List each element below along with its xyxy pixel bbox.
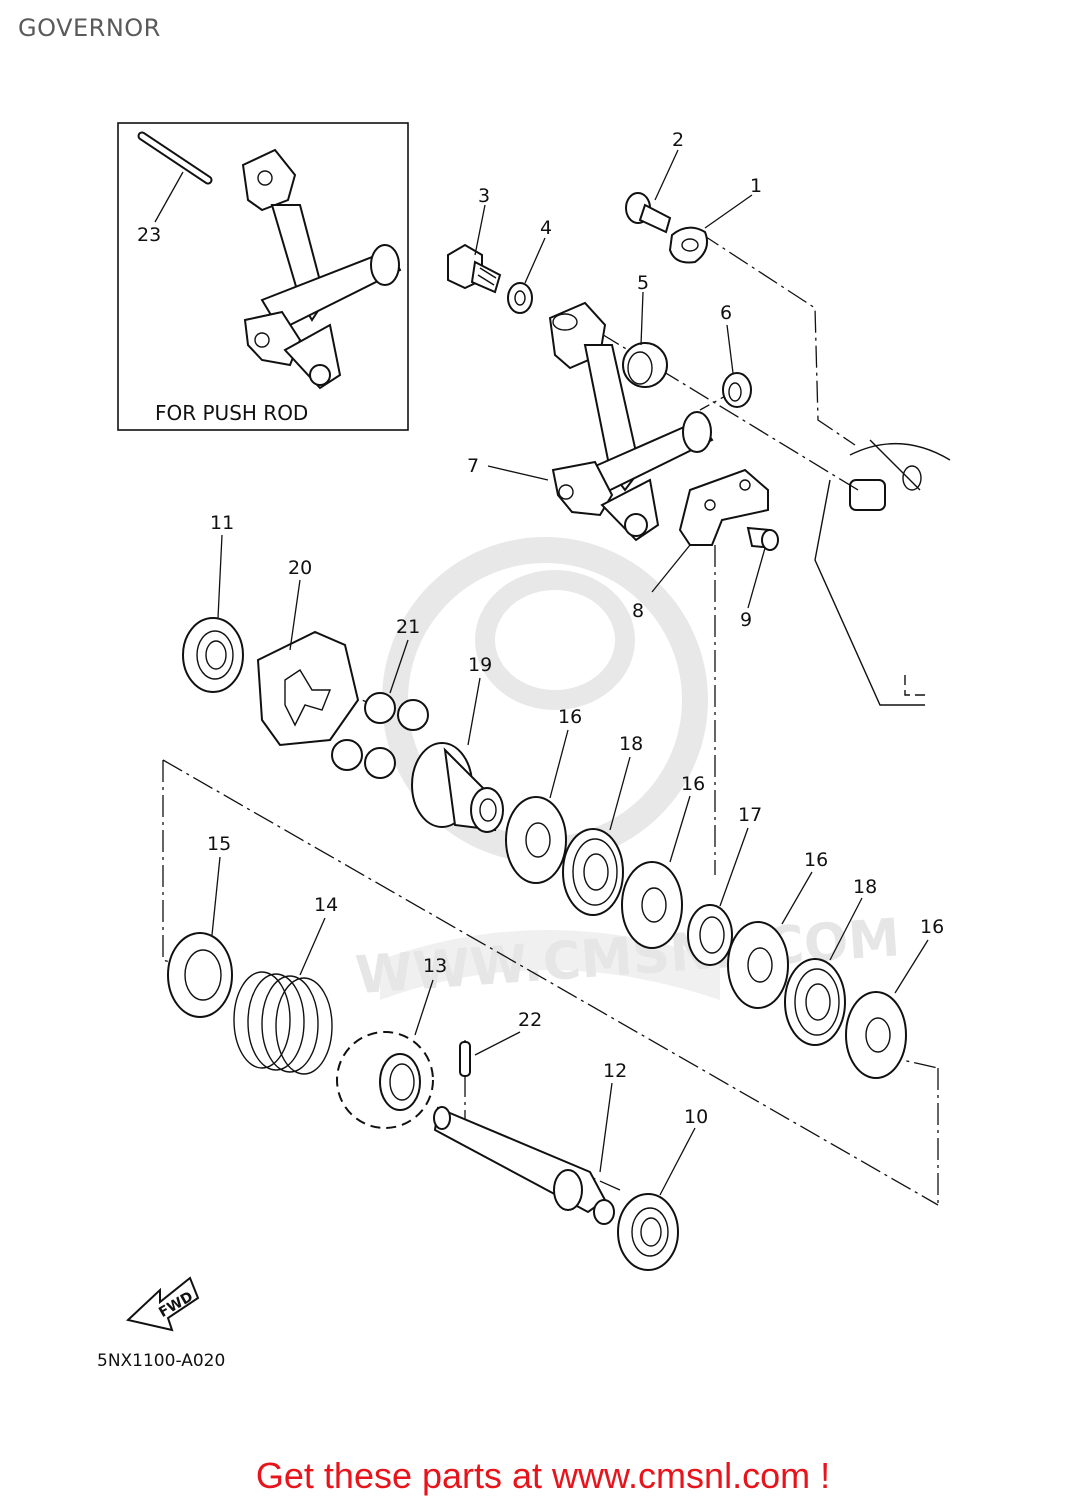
part-washer-16a bbox=[505, 796, 567, 884]
callout-17: 17 bbox=[738, 804, 762, 826]
callout-20: 20 bbox=[288, 557, 312, 579]
callout-4: 4 bbox=[540, 217, 552, 239]
callout-16-a: 16 bbox=[558, 706, 582, 728]
callout-13: 13 bbox=[423, 955, 447, 977]
callout-1: 1 bbox=[750, 175, 762, 197]
callout-16-b: 16 bbox=[681, 773, 705, 795]
inset-lever-assembly bbox=[241, 148, 402, 390]
cmsnl-link[interactable]: Get these parts at www.cmsnl.com ! bbox=[255, 1455, 831, 1496]
part-gear-13 bbox=[336, 1031, 434, 1129]
callout-9: 9 bbox=[740, 609, 752, 631]
part-collar-5 bbox=[622, 342, 668, 388]
fwd-arrow: FWD bbox=[125, 1276, 200, 1332]
part-spring-14 bbox=[233, 971, 333, 1075]
callout-16-d: 16 bbox=[920, 916, 944, 938]
callout-10: 10 bbox=[684, 1106, 708, 1128]
part-bracket-8 bbox=[678, 468, 769, 546]
footer-cta[interactable]: Get these parts at www.cmsnl.com ! bbox=[0, 1455, 1086, 1497]
drawing-code: 5NX1100-A020 bbox=[97, 1351, 225, 1371]
part-sleeve-19 bbox=[411, 742, 504, 833]
push-rod-part bbox=[137, 131, 213, 185]
page-title: GOVERNOR bbox=[18, 14, 161, 42]
part-washer-16c bbox=[727, 921, 789, 1009]
part-shaft-12 bbox=[433, 1106, 615, 1225]
callout-22: 22 bbox=[518, 1009, 542, 1031]
callout-21: 21 bbox=[396, 616, 420, 638]
part-washer-1 bbox=[668, 226, 708, 264]
part-bolt-2 bbox=[625, 192, 672, 234]
callout-18-a: 18 bbox=[619, 733, 643, 755]
part-balls-21 bbox=[331, 692, 429, 779]
part-thrust-bearing-18b bbox=[784, 958, 846, 1046]
part-thrust-bearing-18a bbox=[562, 828, 624, 916]
callout-19: 19 bbox=[468, 654, 492, 676]
push-rod-inset: FOR PUSH ROD bbox=[117, 122, 409, 431]
callout-15: 15 bbox=[207, 833, 231, 855]
callout-14: 14 bbox=[314, 894, 338, 916]
part-washer-16b bbox=[621, 861, 683, 949]
part-bearing-11 bbox=[182, 617, 244, 693]
callout-7: 7 bbox=[467, 455, 479, 477]
callout-3: 3 bbox=[478, 185, 490, 207]
callout-12: 12 bbox=[603, 1060, 627, 1082]
callout-18-b: 18 bbox=[853, 876, 877, 898]
leader-lines bbox=[154, 149, 929, 1196]
part-washer-16d bbox=[845, 991, 907, 1079]
part-collar-17 bbox=[687, 904, 733, 966]
callout-2: 2 bbox=[672, 129, 684, 151]
inset-caption: FOR PUSH ROD bbox=[155, 401, 308, 425]
part-governor-lever-7 bbox=[548, 301, 714, 542]
callout-8: 8 bbox=[632, 600, 644, 622]
callout-5: 5 bbox=[637, 272, 649, 294]
callout-6: 6 bbox=[720, 302, 732, 324]
callout-11: 11 bbox=[210, 512, 234, 534]
part-washer-6 bbox=[722, 372, 752, 408]
callouts: 1 2 3 4 5 6 7 8 9 10 11 12 13 14 15 16 1… bbox=[137, 129, 944, 1128]
part-washer-4 bbox=[507, 282, 533, 314]
part-weight-holder-20 bbox=[256, 630, 360, 747]
part-screw-9 bbox=[746, 526, 779, 551]
callout-16-c: 16 bbox=[804, 849, 828, 871]
part-bearing-10 bbox=[617, 1193, 679, 1271]
part-pin-22 bbox=[459, 1041, 471, 1077]
part-oil-seal-15 bbox=[167, 932, 233, 1018]
engine-casing bbox=[814, 439, 951, 706]
part-flange-bolt-3 bbox=[447, 243, 502, 294]
callout-23: 23 bbox=[137, 224, 161, 246]
